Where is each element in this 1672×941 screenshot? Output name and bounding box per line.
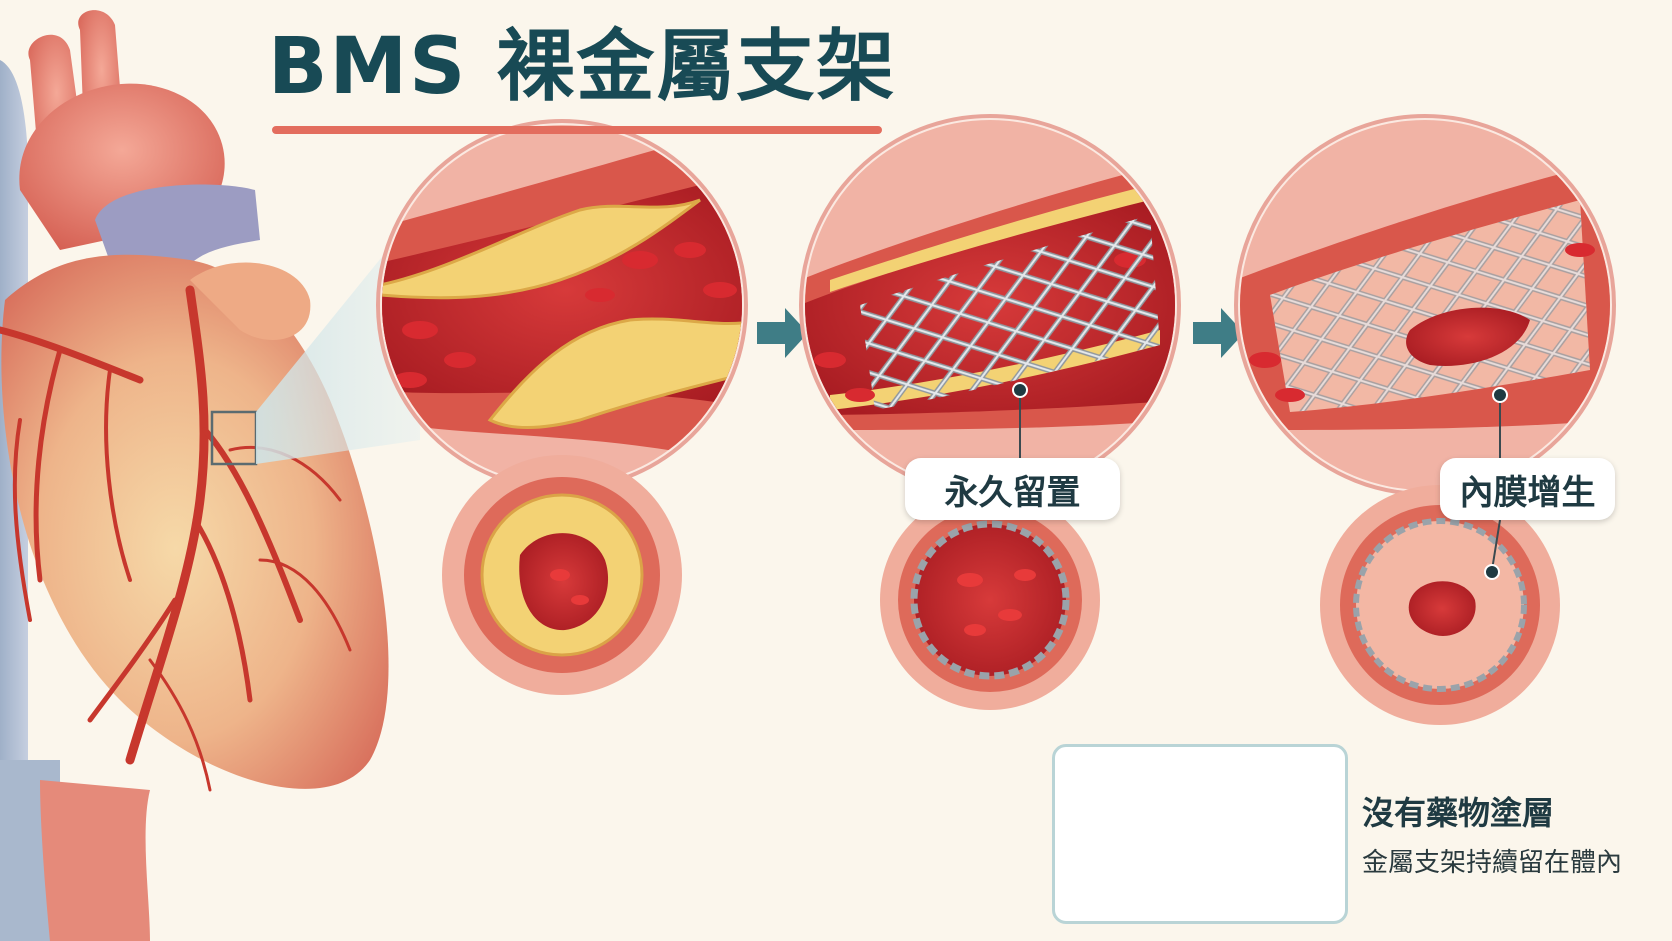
callout-neointima: 內膜增生	[1440, 458, 1615, 520]
info-subtext: 金屬支架持續留在體內	[1362, 848, 1623, 878]
artery-neointima-longitudinal	[1234, 114, 1616, 496]
info-heading: 沒有藥物塗層	[1362, 794, 1555, 832]
callout-permanent: 永久留置	[905, 458, 1120, 520]
arrow-right-icon	[757, 308, 808, 358]
info-image-frame	[1052, 744, 1348, 924]
artery-stent-cross-section	[880, 490, 1100, 710]
heart-illustration	[0, 10, 389, 941]
artery-neointima-cross-section	[1320, 485, 1560, 725]
artery-stent-longitudinal	[799, 114, 1181, 496]
artery-plaque-cross-section	[442, 455, 682, 695]
page-title: BMS 裸金屬支架	[268, 22, 897, 112]
title-underline	[272, 126, 882, 134]
arrow-right-icon	[1193, 308, 1244, 358]
artery-plaque-longitudinal	[376, 119, 748, 491]
